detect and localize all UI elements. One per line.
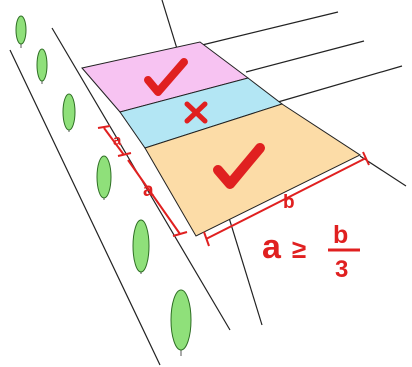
trees: [15, 15, 192, 356]
tree-icon: [170, 289, 192, 356]
tree-icon: [96, 155, 112, 200]
dim-b: [205, 157, 367, 240]
dim-a-small-tick-bottom: [117, 152, 132, 157]
dim-b-tick-left: [203, 231, 210, 247]
sideline-middle: [245, 40, 365, 73]
tree-icon: [36, 48, 48, 84]
label-b: b: [283, 192, 295, 213]
crossing-bands: [81, 41, 362, 237]
label-a-large: a: [143, 180, 154, 201]
dim-a-small: [103, 127, 125, 156]
formula-numerator: b: [333, 221, 348, 249]
tree-icon: [132, 219, 150, 274]
cross-icon: [184, 101, 208, 124]
tree-icon: [15, 15, 27, 48]
dim-a-large-tick: [172, 231, 188, 237]
sideline-bottom: [277, 65, 403, 103]
dimension-lines: [97, 125, 370, 247]
formula-lhs: a: [262, 228, 282, 266]
label-a-small: a: [113, 132, 122, 149]
road-edge-outer: [9, 49, 161, 366]
formula-operator: ≥: [292, 234, 306, 264]
band-bottom: [144, 103, 362, 237]
dim-a-large: [127, 159, 181, 235]
check-icon: [213, 143, 265, 189]
check-icon: [144, 58, 188, 96]
tree-icon: [62, 93, 76, 132]
dim-b-tick-right: [362, 151, 370, 166]
sideline-top: [197, 11, 339, 47]
formula-denominator: 3: [335, 256, 348, 283]
dim-a-small-tick-top: [97, 125, 111, 129]
formula: a ≥ b 3: [262, 221, 360, 283]
